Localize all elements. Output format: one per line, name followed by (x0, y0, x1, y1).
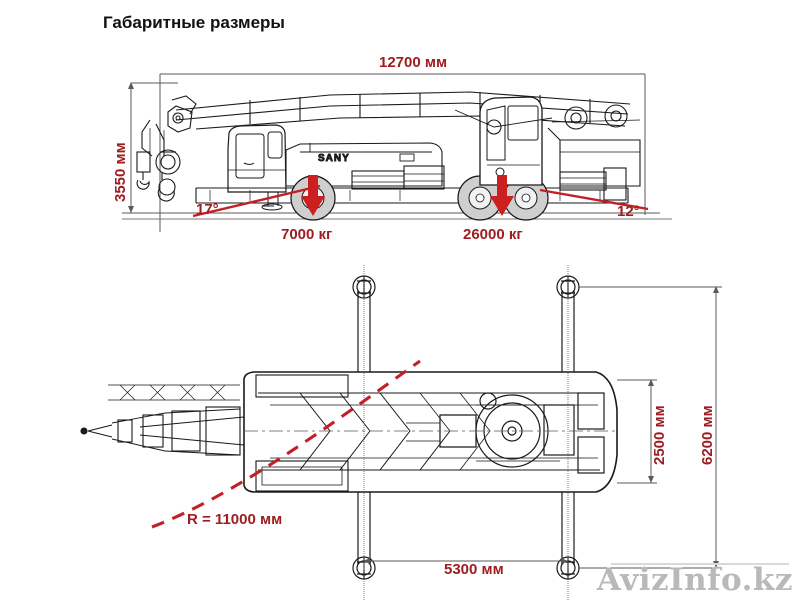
outrigger-span-label: 6200 мм (699, 405, 716, 465)
overall-height-label: 3550 мм (112, 142, 129, 202)
rear-axle-load-label: 26000 кг (463, 226, 523, 243)
front-axle-load-label: 7000 кг (281, 226, 333, 243)
page-title: Габаритные размеры (103, 13, 285, 32)
outrigger-longitudinal-label: 5300 мм (444, 561, 504, 578)
swing-radius-label: R = 11000 мм (187, 511, 283, 528)
rear-departure-angle-label: 12° (617, 203, 640, 220)
side-view-drawing: SANY (122, 73, 672, 232)
plan-view-drawing (80, 265, 722, 600)
chassis-width-label: 2500 мм (651, 405, 668, 465)
overall-length-label: 12700 мм (379, 54, 448, 71)
svg-text:SANY: SANY (318, 153, 350, 164)
watermark-text: AvizInfo.kz (596, 562, 793, 598)
front-approach-angle-label: 17° (196, 201, 219, 218)
watermark-rule (611, 563, 789, 565)
